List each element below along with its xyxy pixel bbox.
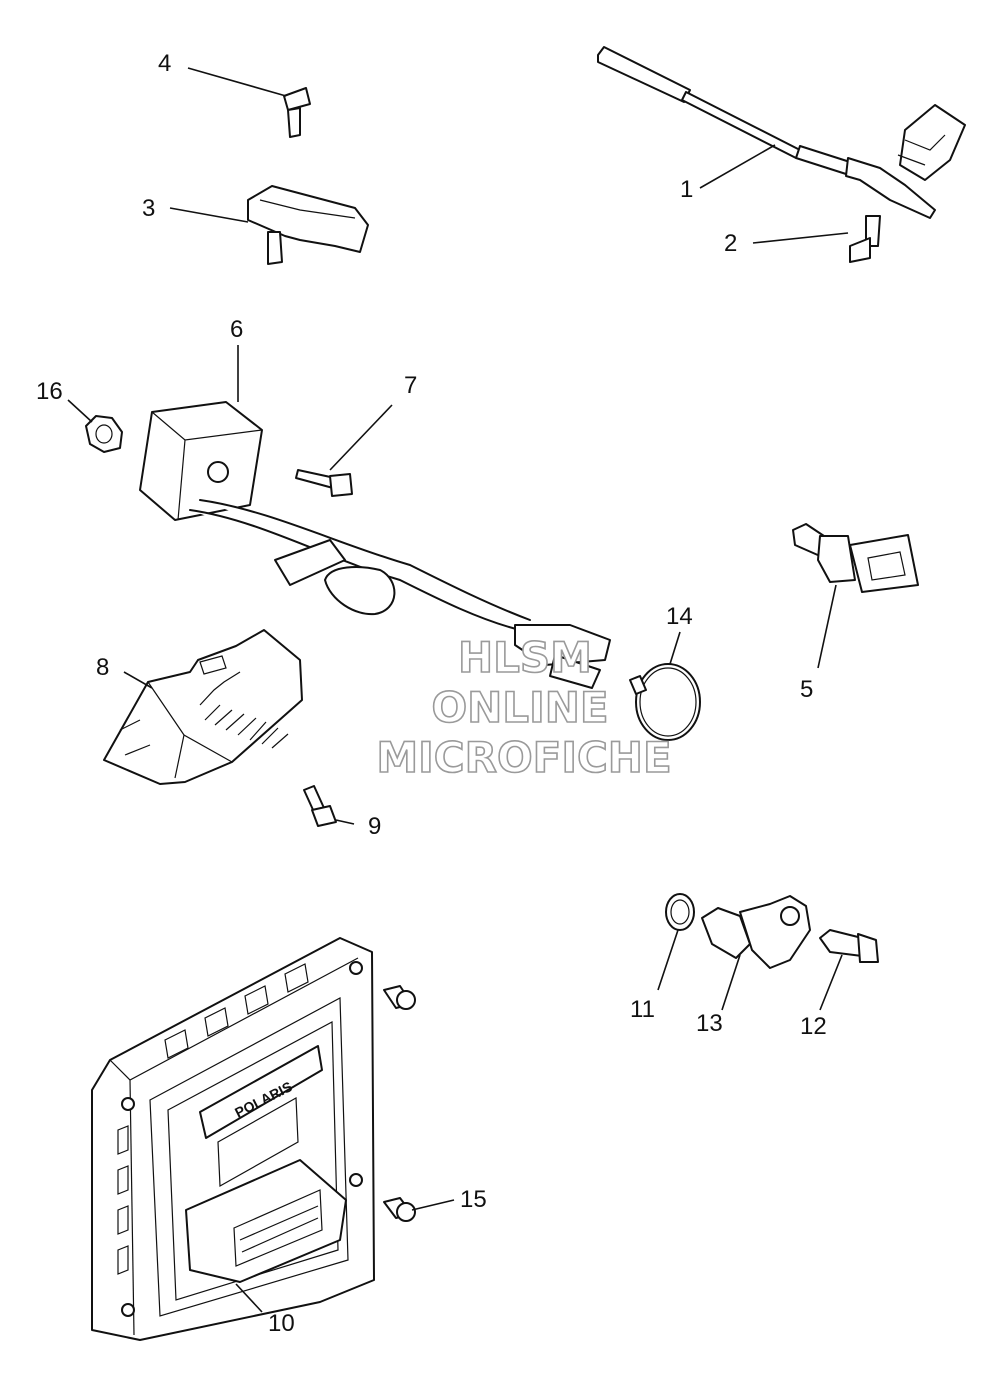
part-6-module-harness[interactable]: [139, 401, 611, 689]
watermark-line-2: ONLINE: [431, 683, 608, 732]
part-3-map-sensor[interactable]: [247, 185, 369, 265]
callout-3: 3: [142, 195, 155, 222]
part-8-regulator[interactable]: [103, 629, 303, 785]
watermark-line-1: HLSM: [458, 633, 592, 682]
callout-11: 11: [630, 996, 655, 1023]
callout-6: 6: [230, 316, 243, 343]
part-2-bolt[interactable]: [849, 215, 881, 263]
part-12-bolt[interactable]: [819, 929, 879, 963]
callout-10: 10: [268, 1310, 295, 1337]
callout-1: 1: [680, 176, 693, 203]
part-10-ecu[interactable]: POLARIS: [91, 937, 375, 1341]
callout-5: 5: [800, 676, 813, 703]
part-11-o-ring[interactable]: [665, 893, 695, 931]
callout-2: 2: [724, 230, 737, 257]
part-9-bolt[interactable]: [303, 785, 337, 827]
part-5-temp-sensor[interactable]: [792, 523, 919, 593]
callout-8: 8: [96, 654, 109, 681]
watermark-line-3: MICROFICHE: [376, 733, 671, 782]
part-15-screw-upper[interactable]: [383, 985, 416, 1010]
callout-13: 13: [696, 1010, 723, 1037]
callout-16: 16: [36, 378, 63, 405]
callout-7: 7: [404, 372, 417, 399]
part-13-speed-sensor[interactable]: [701, 895, 811, 969]
part-15-screw-lower[interactable]: [383, 1197, 416, 1222]
part-1-sensor-cable[interactable]: [597, 46, 966, 219]
callout-9: 9: [368, 813, 381, 840]
part-14-clamp[interactable]: [629, 663, 701, 741]
watermark: HLSM ONLINE MICROFICHE: [376, 632, 673, 783]
part-7-bolt[interactable]: [295, 469, 353, 497]
part-16-nut[interactable]: [85, 415, 123, 453]
part-4-bolt[interactable]: [283, 87, 311, 138]
callout-14: 14: [666, 603, 693, 630]
callout-12: 12: [800, 1013, 827, 1040]
callout-15: 15: [460, 1186, 487, 1213]
callout-4: 4: [158, 50, 171, 77]
